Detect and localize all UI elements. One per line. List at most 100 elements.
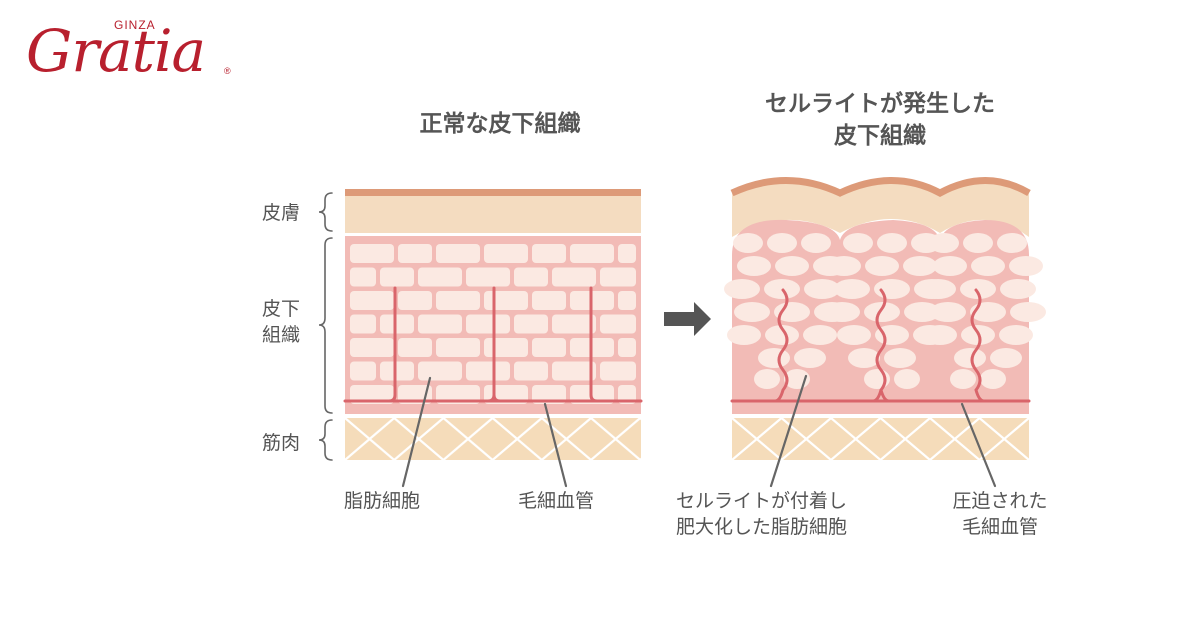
arrow-icon xyxy=(664,302,711,336)
normal-skin-top-line xyxy=(345,189,641,196)
fat-cell xyxy=(398,244,432,263)
enlarged-fat-cell xyxy=(803,325,837,345)
fat-cell xyxy=(436,338,480,357)
leader-compressed-capillary xyxy=(960,402,997,488)
enlarged-fat-cell xyxy=(954,348,986,368)
enlarged-fat-cell xyxy=(758,348,790,368)
enlarged-fat-cell xyxy=(724,279,760,299)
fat-cell xyxy=(466,361,510,381)
enlarged-fat-cell xyxy=(960,279,996,299)
fat-cell xyxy=(600,361,636,381)
enlarged-fat-cell xyxy=(734,302,770,322)
normal-skin-layer xyxy=(345,196,641,233)
callout-compressed-capillary: 圧迫された 毛細血管 xyxy=(930,488,1070,540)
fat-cell xyxy=(484,244,528,263)
fat-cell xyxy=(380,314,414,334)
callout-enlarged-line2: 肥大化した脂肪細胞 xyxy=(676,516,848,538)
fat-cell xyxy=(618,244,636,263)
fat-cell xyxy=(418,361,462,381)
layer-label-muscle: 筋肉 xyxy=(262,432,301,454)
fat-cell xyxy=(484,291,528,310)
enlarged-fat-cell xyxy=(775,256,809,276)
fat-cell xyxy=(570,244,614,263)
callout-enlarged-line1: セルライトが付着し xyxy=(676,490,848,512)
layer-label-subcutis-line1: 皮下 xyxy=(262,298,301,320)
fat-cell xyxy=(350,361,376,381)
fat-cell xyxy=(514,361,548,381)
enlarged-fat-cell xyxy=(874,279,910,299)
enlarged-fat-cell xyxy=(754,369,780,389)
enlarged-fat-cell xyxy=(980,369,1006,389)
enlarged-fat-cell xyxy=(843,233,873,253)
enlarged-fat-cell xyxy=(904,302,940,322)
enlarged-fat-cell xyxy=(920,279,956,299)
fat-cell xyxy=(532,385,566,404)
enlarged-fat-cell xyxy=(848,348,880,368)
normal-capillaries xyxy=(343,286,643,403)
cellulite-capillary-wavy-1 xyxy=(773,288,789,403)
cellulite-capillary-wavy-2 xyxy=(871,288,891,403)
leader-lines xyxy=(401,374,997,488)
cellulite-skin-layer xyxy=(732,180,1029,237)
enlarged-fat-cell xyxy=(767,233,797,253)
normal-tissue-diagram xyxy=(343,189,643,460)
leader-enlarged-fat-cell xyxy=(769,374,808,488)
enlarged-fat-cell xyxy=(801,233,831,253)
fat-cell xyxy=(552,314,596,334)
layer-label-skin: 皮膚 xyxy=(262,202,301,224)
fat-cell xyxy=(552,361,596,381)
enlarged-fat-cell xyxy=(824,302,860,322)
fat-cell xyxy=(466,267,510,287)
enlarged-fat-cell xyxy=(923,325,957,345)
enlarged-fat-cell xyxy=(733,233,763,253)
enlarged-fat-cell xyxy=(950,369,976,389)
fat-cell xyxy=(350,291,394,310)
brand-gratia-script: Gratia xyxy=(26,17,206,85)
fat-cell xyxy=(398,291,432,310)
enlarged-fat-cell xyxy=(933,256,967,276)
enlarged-fat-cell xyxy=(765,325,799,345)
enlarged-fat-cell xyxy=(1009,256,1043,276)
leader-capillary xyxy=(543,402,568,488)
fat-cell xyxy=(380,267,414,287)
normal-fat-cells xyxy=(350,244,636,404)
fat-cell xyxy=(600,314,636,334)
enlarged-fat-cell xyxy=(963,233,993,253)
normal-capillary-branch-3 xyxy=(589,286,599,403)
normal-tissue-title-text: 正常な皮下組織 xyxy=(419,111,581,137)
callout-compressed-line1: 圧迫された xyxy=(952,490,1048,512)
cellulite-skin-top-line xyxy=(730,177,1031,197)
callout-capillary: 毛細血管 xyxy=(518,490,595,512)
bracket-muscle xyxy=(318,419,333,461)
brand-registered-mark: ® xyxy=(224,66,231,76)
enlarged-fat-cell xyxy=(929,233,959,253)
fat-cell xyxy=(514,314,548,334)
layer-label-subcutis: 皮下 組織 xyxy=(262,296,300,348)
layer-label-subcutis-line2: 組織 xyxy=(262,324,301,346)
fat-cell xyxy=(484,338,528,357)
bracket-subcutis xyxy=(318,237,333,414)
callout-enlarged-fat-cell: セルライトが付着し 肥大化した脂肪細胞 xyxy=(676,488,847,540)
cellulite-capillaries xyxy=(730,288,1031,403)
enlarged-fat-cell xyxy=(877,233,907,253)
enlarged-fat-cell xyxy=(865,256,899,276)
fat-cell xyxy=(618,291,636,310)
enlarged-fat-cell xyxy=(990,348,1022,368)
fat-cell xyxy=(350,338,394,357)
enlarged-fat-cell xyxy=(903,256,937,276)
layer-brackets xyxy=(318,192,333,461)
enlarged-fat-cell xyxy=(864,302,900,322)
normal-tissue-title: 正常な皮下組織 xyxy=(340,108,660,140)
enlarged-fat-cell xyxy=(834,279,870,299)
fat-cell xyxy=(350,244,394,263)
cellulite-title-line1: セルライトが発生した xyxy=(765,91,995,117)
fat-cell xyxy=(436,385,480,404)
enlarged-fat-cell xyxy=(1010,302,1046,322)
enlarged-fat-cell xyxy=(774,302,810,322)
fat-cell xyxy=(514,267,548,287)
fat-cell xyxy=(532,244,566,263)
bracket-skin xyxy=(318,192,333,232)
enlarged-fat-cell xyxy=(1000,279,1036,299)
fat-cell xyxy=(418,314,462,334)
